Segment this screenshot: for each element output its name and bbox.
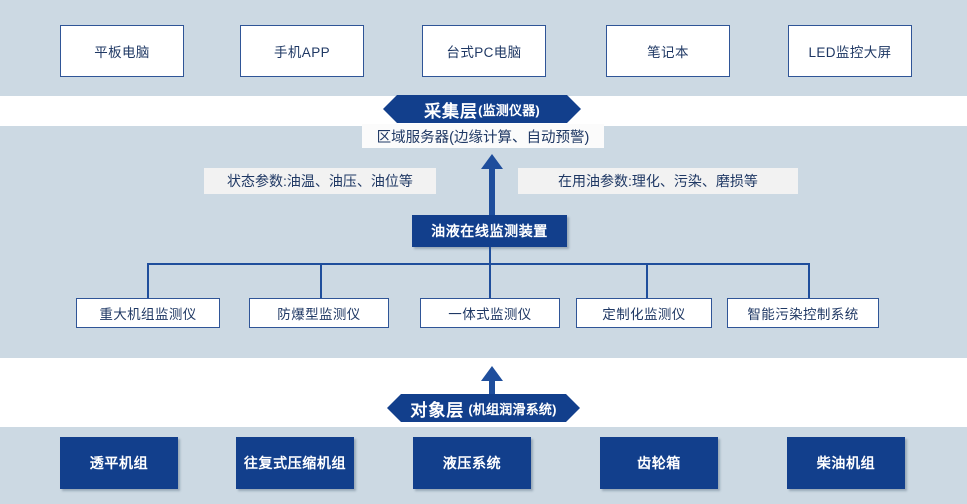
terminal-label: 平板电脑 bbox=[94, 45, 150, 60]
monitor-box-integrated[interactable]: 一体式监测仪 bbox=[420, 298, 560, 328]
monitor-label: 智能污染控制系统 bbox=[747, 307, 859, 322]
monitor-branch-line-1 bbox=[147, 263, 149, 298]
equipment-box-gearbox[interactable]: 齿轮箱 bbox=[600, 437, 718, 489]
terminal-label: 台式PC电脑 bbox=[446, 45, 522, 60]
in-service-oil-parameters-label: 在用油参数:理化、污染、磨损等 bbox=[558, 173, 758, 189]
equipment-label: 齿轮箱 bbox=[637, 455, 681, 471]
equipment-label: 透平机组 bbox=[89, 455, 149, 471]
regional-server-strip: 区域服务器(边缘计算、自动预警) bbox=[362, 124, 604, 148]
terminal-label: 笔记本 bbox=[647, 45, 689, 60]
monitor-branch-line-2 bbox=[320, 263, 322, 298]
terminal-box-led-screen[interactable]: LED监控大屏 bbox=[788, 25, 912, 77]
equipment-label: 液压系统 bbox=[442, 455, 502, 471]
monitor-label: 防爆型监测仪 bbox=[277, 307, 361, 322]
device-label: 油液在线监测装置 bbox=[431, 223, 548, 239]
monitor-box-explosion-proof[interactable]: 防爆型监测仪 bbox=[249, 298, 389, 328]
status-parameters-strip: 状态参数:油温、油压、油位等 bbox=[204, 168, 436, 194]
equipment-label: 往复式压缩机组 bbox=[243, 455, 347, 471]
terminal-label: 手机APP bbox=[273, 45, 330, 60]
device-to-server-arrow-head bbox=[481, 154, 503, 169]
object-banner-title: 对象层 bbox=[410, 400, 465, 420]
monitor-label: 定制化监测仪 bbox=[602, 307, 686, 322]
monitor-branch-line-4 bbox=[646, 263, 648, 298]
acquisition-banner-title: 采集层 bbox=[424, 101, 479, 121]
in-service-oil-parameters-strip: 在用油参数:理化、污染、磨损等 bbox=[518, 168, 798, 194]
device-drop-line bbox=[489, 247, 491, 263]
regional-server-label: 区域服务器(边缘计算、自动预警) bbox=[376, 129, 590, 146]
oil-online-monitoring-device-box[interactable]: 油液在线监测装置 bbox=[412, 215, 567, 247]
monitor-box-customized[interactable]: 定制化监测仪 bbox=[576, 298, 712, 328]
monitor-label: 一体式监测仪 bbox=[448, 307, 532, 322]
object-banner-subtitle: (机组润滑系统) bbox=[468, 401, 557, 417]
monitor-branch-line-3 bbox=[489, 263, 491, 298]
terminal-box-laptop[interactable]: 笔记本 bbox=[606, 25, 730, 77]
object-layer-banner: 对象层 (机组润滑系统) bbox=[387, 394, 580, 422]
object-to-acquisition-arrow-head bbox=[481, 366, 503, 381]
terminal-label: LED监控大屏 bbox=[808, 45, 892, 60]
equipment-box-diesel-unit[interactable]: 柴油机组 bbox=[787, 437, 905, 489]
status-parameters-label: 状态参数:油温、油压、油位等 bbox=[227, 173, 413, 189]
monitor-label: 重大机组监测仪 bbox=[99, 307, 197, 322]
equipment-label: 柴油机组 bbox=[816, 455, 876, 471]
equipment-box-reciprocating-compressor[interactable]: 往复式压缩机组 bbox=[236, 437, 354, 489]
monitor-box-major-unit[interactable]: 重大机组监测仪 bbox=[76, 298, 220, 328]
device-to-server-arrow-shaft bbox=[489, 168, 495, 217]
acquisition-layer-banner: 采集层 (监测仪器) bbox=[383, 95, 581, 123]
equipment-box-hydraulic-system[interactable]: 液压系统 bbox=[413, 437, 531, 489]
terminal-box-mobile-app[interactable]: 手机APP bbox=[240, 25, 364, 77]
object-to-acquisition-arrow-shaft bbox=[489, 380, 495, 395]
acquisition-banner-subtitle: (监测仪器) bbox=[478, 102, 540, 118]
terminal-box-tablet[interactable]: 平板电脑 bbox=[60, 25, 184, 77]
monitor-bus-line bbox=[147, 263, 810, 265]
terminal-box-desktop-pc[interactable]: 台式PC电脑 bbox=[422, 25, 546, 77]
monitor-branch-line-5 bbox=[808, 263, 810, 298]
monitor-box-smart-contamination-control[interactable]: 智能污染控制系统 bbox=[727, 298, 879, 328]
equipment-box-turbine-unit[interactable]: 透平机组 bbox=[60, 437, 178, 489]
